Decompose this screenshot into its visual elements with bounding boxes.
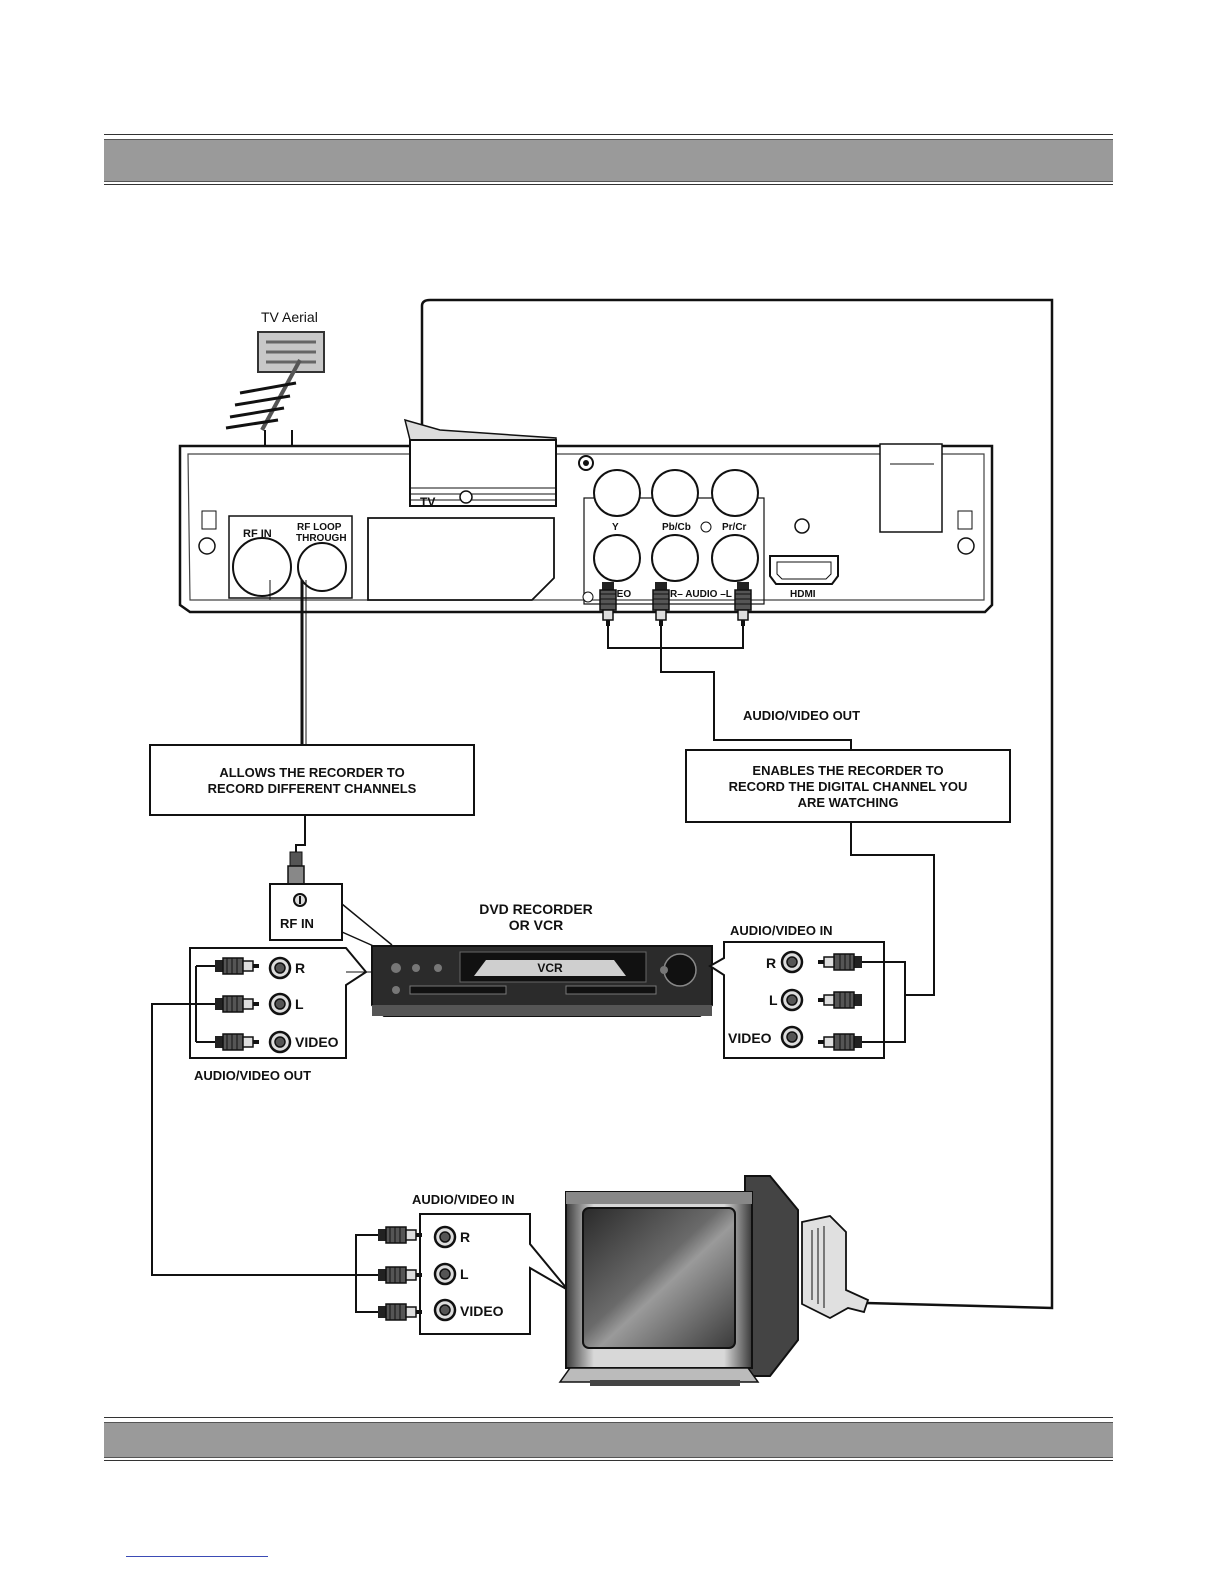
header-rule-top xyxy=(104,134,1113,135)
svg-text:ARE WATCHING: ARE WATCHING xyxy=(798,795,899,810)
svg-text:Y: Y xyxy=(612,522,619,533)
svg-text:VIDEO: VIDEO xyxy=(295,1034,339,1050)
svg-text:RF IN: RF IN xyxy=(243,528,272,540)
svg-text:DVD RECORDER: DVD RECORDER xyxy=(479,901,593,917)
svg-text:L: L xyxy=(295,996,304,1012)
svg-text:HDMI: HDMI xyxy=(790,589,816,600)
footer-rule-bottom xyxy=(104,1460,1113,1461)
svg-text:VIDEO: VIDEO xyxy=(728,1030,772,1046)
svg-text:L: L xyxy=(460,1266,469,1282)
svg-text:VCR: VCR xyxy=(537,961,563,975)
svg-text:RECORD THE DIGITAL CHANNEL YOU: RECORD THE DIGITAL CHANNEL YOU xyxy=(729,779,968,794)
recorder-av-out-label: AUDIO/VIDEO OUT xyxy=(194,1068,311,1083)
svg-text:TV: TV xyxy=(420,495,435,509)
svg-text:ALLOWS THE RECORDER TO: ALLOWS THE RECORDER TO xyxy=(219,765,404,780)
svg-text:L: L xyxy=(769,992,778,1008)
recorder-rf-in-box: RF IN xyxy=(269,883,393,949)
info-box-right: ENABLES THE RECORDER TO RECORD THE DIGIT… xyxy=(685,749,1011,823)
svg-text:OR VCR: OR VCR xyxy=(509,917,563,933)
svg-text:R: R xyxy=(295,960,305,976)
svg-text:R: R xyxy=(460,1229,470,1245)
header-band xyxy=(104,139,1113,182)
svg-text:RECORD DIFFERENT CHANNELS: RECORD DIFFERENT CHANNELS xyxy=(208,781,417,796)
tv-av-in-box: R L VIDEO xyxy=(355,1213,569,1335)
svg-text:RF LOOP: RF LOOP xyxy=(297,522,342,533)
recorder-av-in-label: AUDIO/VIDEO IN xyxy=(730,923,833,938)
recorder-av-in-box: R L VIDEO xyxy=(708,941,906,1059)
tv-aerial-icon: TV Aerial xyxy=(225,309,325,445)
television-icon xyxy=(558,1175,799,1386)
tv-scart-plug-icon xyxy=(801,1215,870,1320)
receiver-rear-panel: RF IN RF LOOP THROUGH Y Pb/Cb Pr/Cr VIDE… xyxy=(178,443,994,614)
footer-rule-top xyxy=(104,1417,1113,1418)
svg-text:RF IN: RF IN xyxy=(280,916,314,931)
svg-text:R– AUDIO –L: R– AUDIO –L xyxy=(670,589,732,600)
recorder-av-out-box: R L VIDEO xyxy=(189,947,368,1059)
svg-text:Pr/Cr: Pr/Cr xyxy=(722,522,747,533)
svg-text:VIDEO: VIDEO xyxy=(460,1303,504,1319)
header-rule-bottom xyxy=(104,184,1113,185)
tv-av-in-label: AUDIO/VIDEO IN xyxy=(412,1192,515,1207)
dvd-recorder-vcr-icon: VCR xyxy=(371,945,713,1017)
footer-band xyxy=(104,1422,1113,1458)
svg-text:Pb/Cb: Pb/Cb xyxy=(662,522,691,533)
info-box-left: ALLOWS THE RECORDER TO RECORD DIFFERENT … xyxy=(149,744,475,816)
av-out-label: AUDIO/VIDEO OUT xyxy=(743,708,860,723)
svg-text:ENABLES THE RECORDER TO: ENABLES THE RECORDER TO xyxy=(752,763,943,778)
footer-link-underline[interactable] xyxy=(126,1556,268,1557)
receiver-rca-plugs xyxy=(599,581,852,750)
scart-cable xyxy=(420,298,1054,1310)
scart-plug-icon: TV xyxy=(403,418,557,509)
svg-text:R: R xyxy=(766,955,776,971)
svg-text:THROUGH: THROUGH xyxy=(296,533,347,544)
svg-text:TV Aerial: TV Aerial xyxy=(261,309,318,325)
